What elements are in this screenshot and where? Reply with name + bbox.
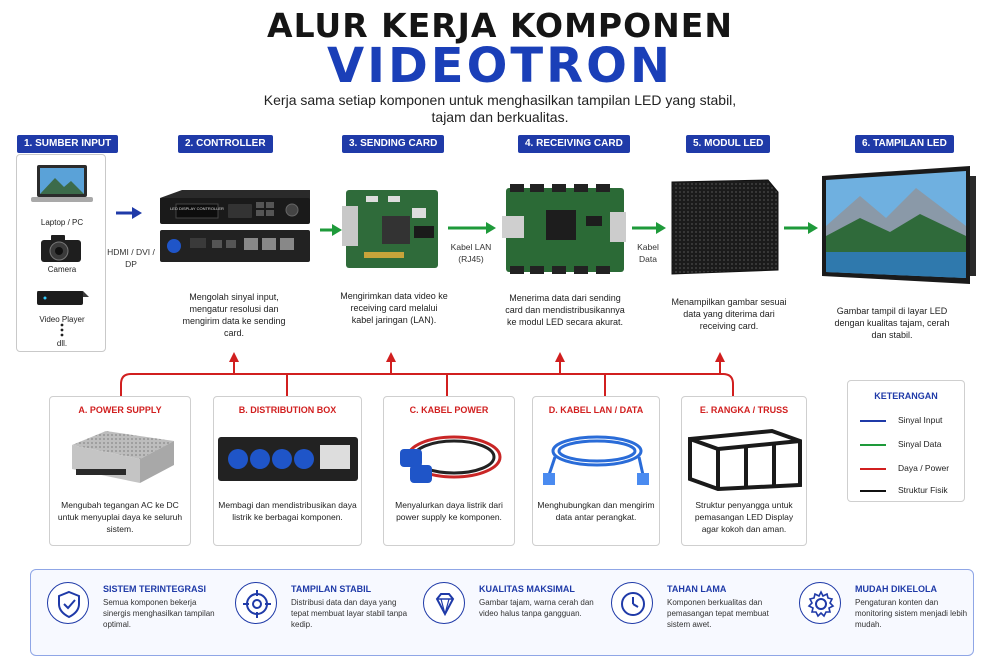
support-card-rangka-truss: E. RANGKA / TRUSS Struktur penyangga unt… [681, 396, 807, 546]
step-label-receiving-card: 4. RECEIVING CARD [518, 135, 630, 153]
support-title: D. KABEL LAN / DATA [548, 405, 644, 415]
step-label-sending-card: 3. SENDING CARD [342, 135, 445, 153]
data-signal-arrow-4 [784, 222, 818, 234]
lan-cable-label: Kabel LAN (RJ45) [450, 242, 492, 264]
support-title: A. POWER SUPPLY [78, 405, 162, 415]
led-module-panel [671, 179, 779, 275]
truss-frame-icon [688, 428, 802, 491]
step-label-sumber-input: 1. SUMBER INPUT [17, 135, 119, 153]
support-desc: Menghubungkan dan mengirim data antar pe… [537, 500, 655, 522]
support-desc: Membagi dan mendistribusikan daya listri… [218, 500, 357, 522]
feature-item: SISTEM TERINTEGRASI Semua komponen beker… [33, 582, 215, 646]
title-line2: VIDEOTRON [326, 38, 674, 94]
support-desc: Struktur penyangga untuk pemasangan LED … [694, 500, 794, 534]
led-display-screen [822, 166, 976, 284]
led-module-desc: Menampilkan gambar sesuai data yang dite… [671, 297, 787, 331]
support-title: E. RANGKA / TRUSS [699, 405, 789, 415]
feature-desc: Semua komponen bekerja sinergis menghasi… [103, 598, 215, 629]
legend: KETERANGAN Sinyal Input Sinyal Data Daya… [847, 380, 965, 502]
gear-icon [799, 582, 841, 624]
step-label-modul-led: 5. MODUL LED [686, 135, 771, 153]
legend-line-red [860, 468, 886, 470]
feature-title: KUALITAS MAKSIMAL [479, 584, 575, 594]
camera-icon [41, 235, 81, 262]
legend-text: Struktur Fisik [898, 485, 948, 495]
power-lines [120, 352, 734, 396]
legend-line-green [860, 444, 886, 446]
legend-text: Daya / Power [898, 463, 950, 473]
source-camera-label: Camera [47, 265, 77, 274]
step-label-tampilan-led: 6. TAMPILAN LED [855, 135, 954, 153]
laptop-icon [31, 165, 93, 202]
more-dots-icon [60, 323, 64, 337]
led-display-desc: Gambar tampil di layar LED dengan kualit… [834, 306, 950, 340]
sending-card-desc: Mengirimkan data video ke receiving card… [340, 291, 448, 325]
feature-title: TAHAN LAMA [667, 584, 727, 594]
data-signal-arrow-2 [448, 222, 496, 234]
feature-item: TAHAN LAMA Komponen berkualitas dan pema… [597, 582, 779, 646]
input-signal-arrow [116, 207, 142, 219]
feature-desc: Komponen berkualitas dan pemasangan tepa… [667, 598, 769, 629]
legend-title: KETERANGAN [874, 391, 938, 401]
feature-item: KUALITAS MAKSIMAL Gambar tajam, warna ce… [409, 582, 594, 646]
support-card-kabel-lan: D. KABEL LAN / DATA Menghubungkan dan me… [532, 396, 660, 546]
feature-title: MUDAH DIKELOLA [855, 584, 937, 594]
feature-item: TAMPILAN STABIL Distribusi data dan daya… [221, 582, 407, 646]
step-label-controller: 2. CONTROLLER [178, 135, 273, 153]
distribution-box-icon [218, 437, 358, 481]
power-cable-icon [400, 435, 502, 483]
legend-text: Sinyal Data [898, 439, 942, 449]
feature-desc: Pengaturan konten dan monitoring sistem … [855, 598, 968, 629]
data-signal-arrow-3 [632, 222, 666, 234]
feature-item: MUDAH DIKELOLA Pengaturan konten dan mon… [785, 582, 967, 646]
feature-title: SISTEM TERINTEGRASI [103, 584, 207, 594]
feature-desc: Gambar tajam, warna cerah dan video halu… [479, 598, 594, 618]
shield-icon [47, 582, 89, 624]
support-card-power-supply: A. POWER SUPPLY Mengubah tegangan AC ke … [49, 396, 191, 546]
controller-device: LED DISPLAY CONTROLLER [160, 190, 310, 262]
controller-desc: Mengolah sinyal input, mengatur resolusi… [182, 292, 286, 338]
diamond-icon [423, 582, 465, 624]
lan-cable-icon [543, 435, 649, 485]
input-cable-label: HDMI / DVI / DP [107, 247, 155, 269]
support-desc: Mengubah tegangan AC ke DC untuk menyupl… [57, 500, 183, 534]
feature-title: TAMPILAN STABIL [291, 584, 372, 594]
controller-display-text: LED DISPLAY CONTROLLER [170, 206, 224, 211]
legend-line-black [860, 490, 886, 492]
source-etc-label: dll. [56, 339, 68, 348]
support-title: C. KABEL POWER [409, 405, 489, 415]
clock-icon [611, 582, 653, 624]
feature-bar: SISTEM TERINTEGRASI Semua komponen beker… [30, 569, 974, 656]
source-input-box: Laptop / PC Camera Video Player dll. [16, 154, 106, 352]
target-icon [235, 582, 277, 624]
support-card-distribution-box: B. DISTRIBUTION BOX Membagi dan mendistr… [213, 396, 362, 546]
receiving-card-board [502, 184, 626, 274]
feature-desc: Distribusi data dan daya yang tepat memb… [291, 598, 408, 629]
power-supply-icon [72, 431, 174, 483]
receiving-card-desc: Menerima data dari sending card dan mend… [505, 293, 625, 327]
legend-text: Sinyal Input [898, 415, 943, 425]
source-video-player-label: Video Player [39, 315, 85, 324]
data-cable-label: Kabel Data [637, 242, 659, 264]
sending-card-board [342, 190, 438, 268]
video-player-icon [37, 291, 89, 305]
data-signal-arrow-1 [320, 224, 342, 236]
legend-line-blue [860, 420, 886, 422]
subtitle: Kerja sama setiap komponen untuk menghas… [263, 92, 737, 125]
support-title: B. DISTRIBUTION BOX [238, 405, 337, 415]
support-desc: Menyalurkan daya listrik dari power supp… [395, 500, 503, 522]
title-line1: ALUR KERJA KOMPONEN [267, 6, 733, 45]
support-card-kabel-power: C. KABEL POWER Menyalurkan daya listrik … [383, 396, 515, 546]
source-laptop-label: Laptop / PC [40, 218, 84, 227]
